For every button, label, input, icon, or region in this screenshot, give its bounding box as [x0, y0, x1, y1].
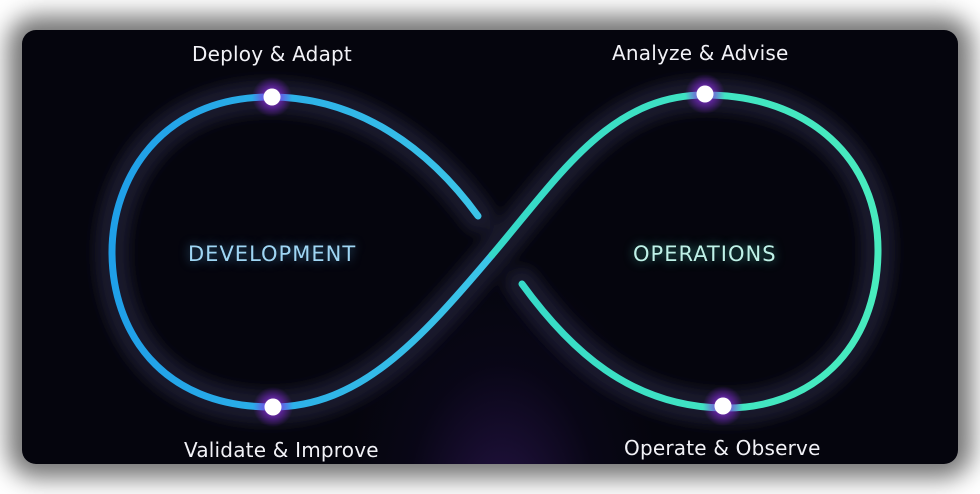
node-analyze	[685, 74, 725, 114]
stage-label-deploy: Deploy & Adapt	[192, 42, 352, 66]
stage-label-analyze: Analyze & Advise	[612, 41, 789, 65]
loop-label-operations: OPERATIONS	[633, 242, 777, 266]
node-operate	[703, 386, 743, 426]
stage-label-validate: Validate & Improve	[184, 438, 379, 462]
operations-loop	[488, 91, 882, 412]
loop-label-development: DEVELOPMENT	[188, 242, 357, 266]
stage-label-operate: Operate & Observe	[624, 436, 821, 460]
node-deploy	[252, 77, 292, 117]
node-validate	[253, 387, 293, 427]
development-loop	[108, 93, 496, 411]
